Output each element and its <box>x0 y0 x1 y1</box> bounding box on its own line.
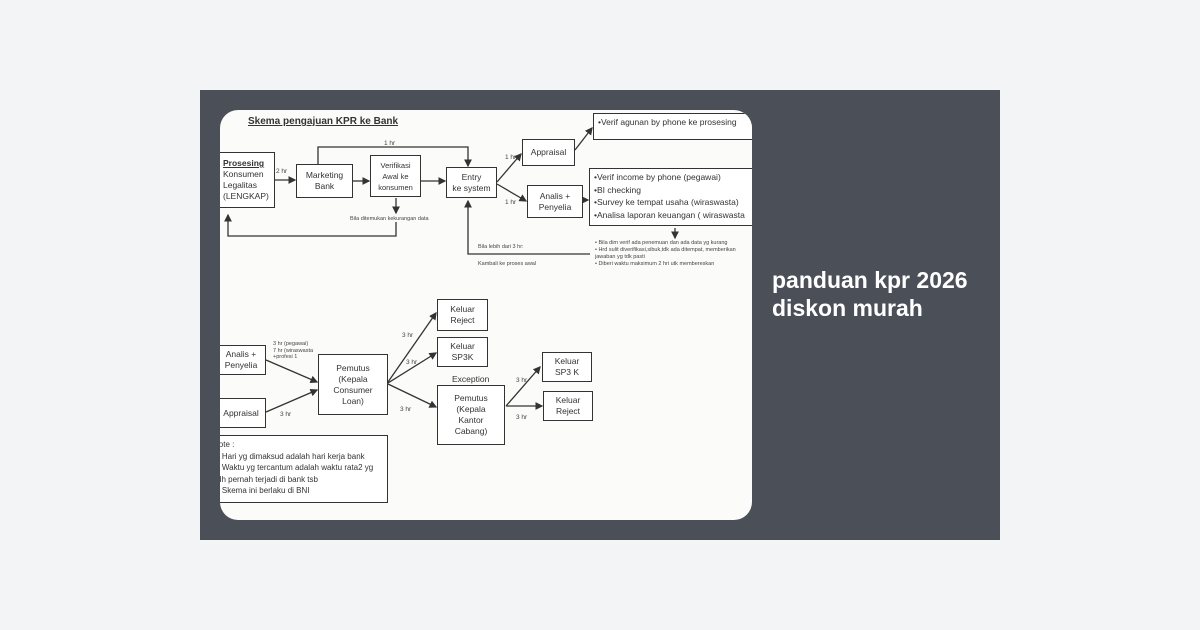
box-text: SP3K <box>451 352 474 362</box>
box-prosesing: Prosesing Konsumen Legalitas (LENGKAP) <box>220 152 275 208</box>
box-verif-agunan: •Verif agunan by phone ke prosesing <box>593 113 752 140</box>
box-marketing-bank: Marketing Bank <box>296 164 353 198</box>
list-item: •Survey ke tempat usaha (wiraswasta) <box>594 197 739 207</box>
box-text: Pemutus <box>336 362 370 373</box>
label-1hr: 1 hr <box>505 199 517 206</box>
box-verifikasi: Verifikasi Awal ke konsumen <box>370 155 421 197</box>
box-text: Entry <box>461 171 482 182</box>
box-analis-penyelia: Analis + Penyelia <box>527 185 583 218</box>
note-line: • Hrd sulit diverifikasi,sibuk,tdk ada d… <box>595 247 736 253</box>
label-kekurangan-data: Bila ditemukan kekurangan data <box>350 216 429 222</box>
note-line: 3. Skema ini berlaku di BNI <box>220 486 310 495</box>
list-item: •Verif income by phone (pegawai) <box>594 172 721 182</box>
diagram-title: Skema pengajuan KPR ke Bank <box>248 116 399 127</box>
list-item: •BI checking <box>594 184 641 195</box>
label-1hr: 1 hr <box>384 140 396 147</box>
box-text: Penyelia <box>224 360 258 370</box>
label-line: 3 hr (pegawai) <box>273 341 309 347</box>
note-line: Note : <box>220 440 235 449</box>
box-text: Legalitas <box>223 180 258 190</box>
note-line: 2. Waktu yg tercantum adalah waktu rata2… <box>220 463 374 472</box>
post-card[interactable]: Skema pengajuan KPR ke Bank Prosesing Ko… <box>200 90 1000 540</box>
kpr-flow-diagram-image: Skema pengajuan KPR ke Bank Prosesing Ko… <box>220 110 752 520</box>
box-text: Analis + <box>539 190 571 201</box>
box-text: Reject <box>450 315 475 325</box>
label-line: +profesi 1 <box>273 354 298 360</box>
label-lebih-3hr: Bila lebih dari 3 hr: <box>478 244 524 250</box>
box-text: (Kepala <box>338 373 368 384</box>
label-analis-time: 3 hr (pegawai) 7 hr (wiraswasta +profesi… <box>273 341 313 361</box>
label-3hr: 3 hr <box>402 332 414 339</box>
verification-notes: • Bila dim verif ada penemuan dan ada da… <box>595 240 736 268</box>
box-text: Kantor <box>458 415 484 425</box>
label-3hr: 3 hr <box>516 377 528 384</box>
box-text: Analis + <box>225 349 257 359</box>
box-text: Appraisal <box>223 407 259 418</box>
box-text: Bank <box>314 181 335 191</box>
box-keluar-sp3k-1: Keluar SP3K <box>437 337 488 367</box>
note-line: jawaban yg tdk pasti <box>595 254 645 260</box>
note-line: sdh pernah terjadi di bank tsb <box>220 474 318 484</box>
label-3hr: 3 hr <box>516 414 528 421</box>
box-text: Keluar <box>554 356 580 366</box>
box-text: Appraisal <box>530 147 567 157</box>
box-entry-system: Entry ke system <box>446 167 497 198</box>
label-3hr: 3 hr <box>280 411 292 418</box>
box-analis-penyelia-2: Analis + Penyelia <box>220 345 266 375</box>
label-1hr: 1 hr <box>505 154 517 161</box>
box-text: Prosesing <box>223 158 265 168</box>
box-text: ke system <box>452 182 491 193</box>
box-text: Awal ke <box>382 171 409 181</box>
label-kembali: Kambali ke proses awal <box>478 261 537 267</box>
label-exception: Exception <box>452 374 490 384</box>
box-text: Keluar <box>555 395 581 405</box>
box-text: Marketing <box>305 170 344 180</box>
post-headline[interactable]: panduan kpr 2026 diskon murah <box>772 267 968 321</box>
box-text: (Kepala <box>456 404 486 414</box>
diagram-arrows <box>224 126 679 413</box>
box-keluar-sp3k-2: Keluar SP3 K <box>542 352 592 382</box>
box-analis-tasks: •Verif income by phone (pegawai) •BI che… <box>589 168 752 226</box>
box-text: Reject <box>555 406 581 416</box>
box-text: Keluar <box>450 304 475 314</box>
label-2hr: 2 hr <box>276 168 288 175</box>
box-text: Penyelia <box>538 201 572 212</box>
box-appraisal: Appraisal <box>522 139 575 166</box>
box-pemutus-kantor-cabang: Pemutus (Kepala Kantor Cabang) <box>437 385 505 445</box>
box-text: Pemutus <box>454 393 488 403</box>
box-appraisal-2: Appraisal <box>220 398 266 428</box>
list-item: •Analisa laporan keuangan ( wiraswasta <box>594 209 745 220</box>
box-text: Loan) <box>342 395 364 406</box>
box-pemutus-consumer-loan: Pemutus (Kepala Consumer Loan) <box>318 354 388 415</box>
box-keluar-reject-1: Keluar Reject <box>437 299 488 331</box>
note-line: • Bila dim verif ada penemuan dan ada da… <box>595 240 728 246</box>
box-text: Consumer <box>333 384 373 395</box>
box-text: (LENGKAP) <box>223 191 269 201</box>
label-3hr: 3 hr <box>406 359 418 366</box>
note-line: 1. Hari yg dimaksud adalah hari kerja ba… <box>220 451 365 461</box>
box-text: Konsumen <box>223 169 264 179</box>
note-line: • Diberi waktu maksimum 2 hri utk member… <box>595 261 715 267</box>
box-keluar-reject-2: Keluar Reject <box>543 391 593 421</box>
box-text: konsumen <box>378 182 413 192</box>
box-text: Verifikasi <box>380 160 411 170</box>
box-text: SP3 K <box>554 367 580 377</box>
label-line: 7 hr (wiraswasta <box>273 347 314 354</box>
box-text: Keluar <box>450 341 475 351</box>
box-text: Cabang) <box>454 426 488 436</box>
list-text: •Verif agunan by phone ke prosesing <box>598 117 737 127</box>
note-box: Note : 1. Hari yg dimaksud adalah hari k… <box>220 435 388 503</box>
label-3hr: 3 hr <box>400 406 412 413</box>
